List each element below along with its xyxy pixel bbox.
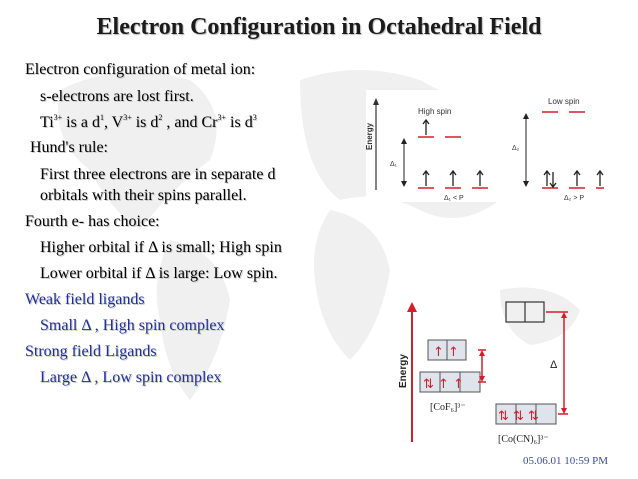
energy-axis-label-top: Energy <box>366 122 374 150</box>
cof6-t2g-arrows: ⇅ ↑ ↑ <box>423 377 464 392</box>
delta1-condition: Δ₁ < P <box>444 195 464 202</box>
cocn6-t2g-arrows: ⇅ ⇅ ⇅ <box>498 409 539 424</box>
slide-timestamp: 05.06.01 10:59 PM <box>523 455 608 467</box>
text-line-first-three: First three electrons are in separate d <box>40 166 276 183</box>
delta-label: Δ <box>550 359 558 371</box>
complex-splitting-diagram: Energy ↑ ↑ ⇅ ↑ ↑ [CoF₆]³⁻ ⇅ ⇅ ⇅ [Co(CN)₆… <box>398 301 568 445</box>
cof6-label: [CoF₆]³⁻ <box>430 402 466 413</box>
slide-title: Electron Configuration in Octahedral Fie… <box>96 14 542 40</box>
text-line-fourth-electron: Fourth e- has choice: <box>25 213 160 230</box>
text-line-metal-ion: Electron configuration of metal ion: <box>25 61 256 78</box>
text-line-spins-parallel: orbitals with their spins parallel. <box>40 187 247 204</box>
spin-state-diagram: Energy High spin Δ₁ Δ₁ < P Low spin Δ₂ Δ… <box>366 90 604 202</box>
text-line-ion-configs: Ti3+ is a d1, V3+ is d2 , and Cr3+ is d3 <box>40 113 257 132</box>
text-line-s-electrons: s-electrons are lost first. <box>40 88 194 105</box>
text-line-large-delta: Large Δ , Low spin complex <box>40 369 222 386</box>
delta2-label: Δ₂ <box>512 145 520 152</box>
energy-axis-label-bottom: Energy <box>398 354 409 388</box>
text-line-low-spin: Lower orbital if Δ is large: Low spin. <box>40 265 278 282</box>
low-spin-label: Low spin <box>548 97 580 106</box>
text-line-high-spin: Higher orbital if Δ is small; High spin <box>40 239 282 256</box>
delta2-condition: Δ₂ > P <box>564 195 584 202</box>
text-line-strong-field: Strong field Ligands <box>25 343 157 360</box>
cocn6-label: [Co(CN)₆]³⁻ <box>498 434 549 445</box>
text-line-small-delta: Small Δ , High spin complex <box>40 317 225 334</box>
delta1-label: Δ₁ <box>390 161 398 168</box>
cof6-eg-arrows: ↑ ↑ <box>433 345 459 360</box>
text-line-hunds-rule: Hund's rule: <box>30 139 108 156</box>
text-line-weak-field: Weak field ligands <box>25 291 145 308</box>
high-spin-label: High spin <box>418 107 451 116</box>
